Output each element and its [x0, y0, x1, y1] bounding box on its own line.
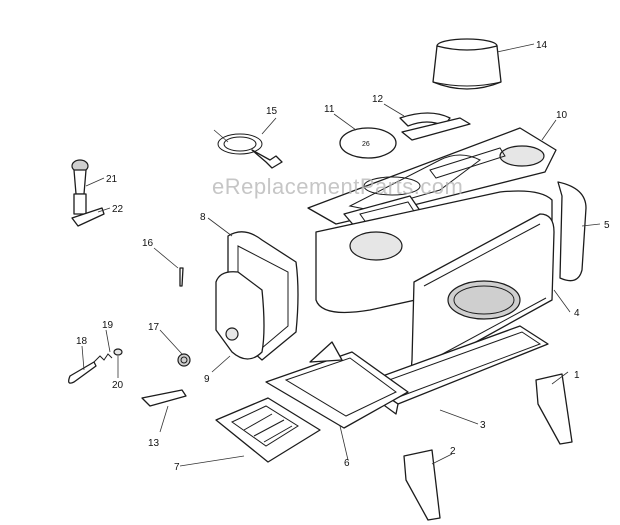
knob-part: [71, 159, 89, 215]
air-control-part: [177, 353, 191, 367]
callout-3: 3: [480, 420, 486, 431]
door-part: [215, 271, 265, 360]
callout-17: 17: [148, 322, 160, 333]
callout-9: 9: [204, 374, 210, 385]
callout-6: 6: [344, 458, 350, 469]
leg-part-1: [535, 373, 573, 445]
pin-part: [179, 267, 184, 287]
rear-side-panel-part: [557, 181, 587, 282]
lid-part: 26: [339, 127, 397, 159]
callout-12: 12: [372, 94, 384, 105]
spring-part: [93, 353, 113, 363]
callout-16: 16: [142, 238, 154, 249]
latch-part: [71, 207, 105, 227]
callout-8: 8: [200, 212, 206, 223]
thermometer-part: [213, 129, 283, 169]
callout-19: 19: [102, 320, 114, 331]
callout-13: 13: [148, 438, 160, 449]
callout-21: 21: [106, 174, 118, 185]
callout-7: 7: [174, 462, 180, 473]
callout-5: 5: [604, 220, 610, 231]
top-plate-part: [307, 127, 557, 225]
callout-11: 11: [324, 104, 335, 115]
callout-14: 14: [536, 40, 548, 51]
washer-part: [113, 348, 123, 356]
callout-labels: 1 2 3 4 5 6 7 8 9 10 11 12 13 14 15 16 1…: [76, 40, 610, 473]
handle-part: [141, 389, 187, 407]
watermark-text: eReplacementParts.com: [212, 174, 463, 199]
ash-tray-part: [265, 341, 409, 429]
callout-22: 22: [112, 204, 124, 215]
lid-frame-part: [399, 112, 471, 141]
grate-part: [215, 397, 321, 463]
leg-part-2: [403, 449, 441, 521]
svg-text:26: 26: [362, 141, 370, 148]
callout-18: 18: [76, 336, 88, 347]
front-side-panel-part: [410, 213, 555, 375]
callout-2: 2: [450, 446, 456, 457]
callout-15: 15: [266, 106, 278, 117]
callout-4: 4: [574, 308, 580, 319]
callout-10: 10: [556, 110, 568, 121]
callout-leaders: [81, 43, 601, 467]
callout-1: 1: [574, 370, 580, 381]
flue-collar-part: [432, 38, 502, 90]
handle-rod-part: [68, 361, 97, 384]
callout-20: 20: [112, 380, 124, 391]
